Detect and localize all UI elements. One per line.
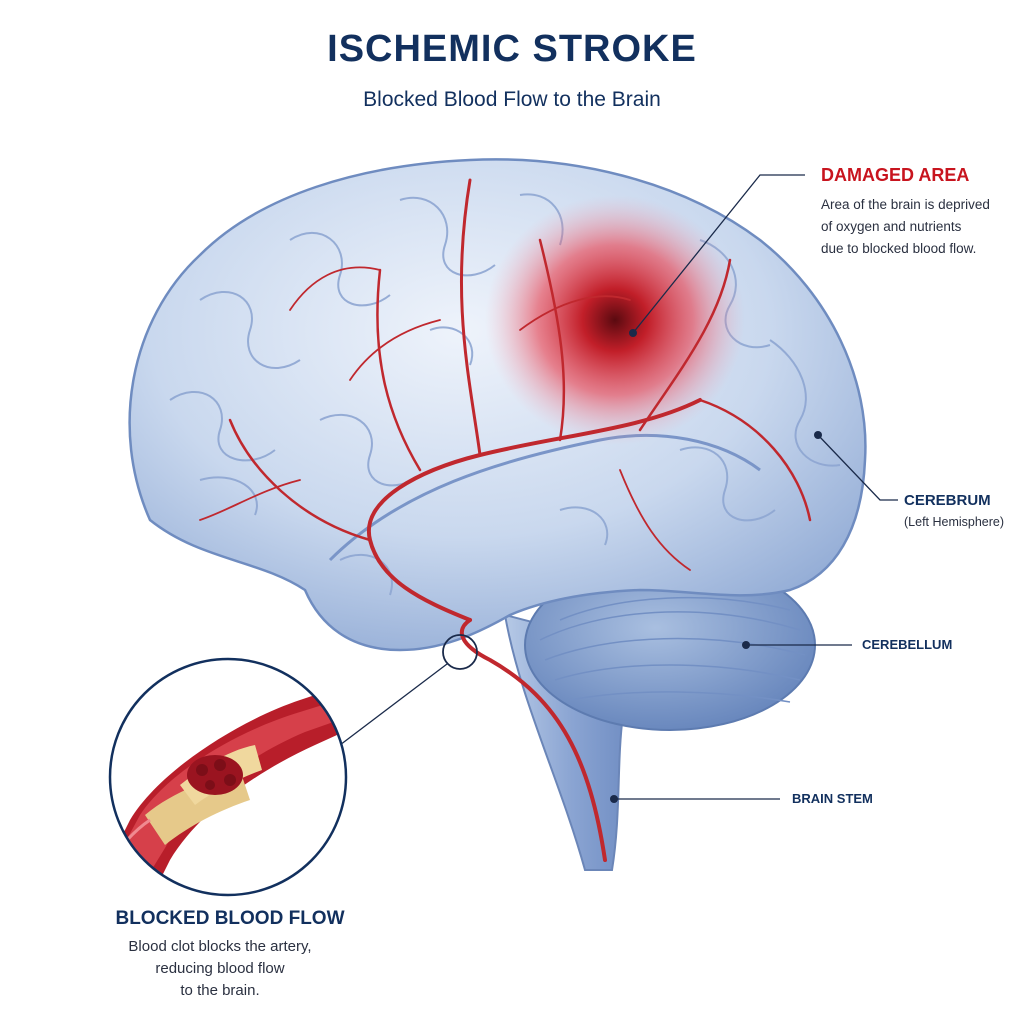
arteries	[199, 178, 812, 862]
blocked-desc-line: reducing blood flow	[155, 960, 285, 977]
damaged-leader	[632, 174, 805, 334]
damaged-desc-line: of oxygen and nutrients	[821, 219, 962, 234]
cerebrum-label: CEREBRUM	[904, 492, 991, 509]
blockage-marker	[442, 634, 478, 670]
cerebrum	[128, 158, 867, 652]
blocked-desc-line: Blood clot blocks the artery,	[128, 938, 312, 955]
damaged-desc-line: Area of the brain is deprived	[821, 197, 990, 212]
cerebellum-label: CEREBELLUM	[862, 637, 953, 652]
blockage-leader	[339, 663, 448, 746]
damaged-desc-line: due to blocked blood flow.	[821, 241, 977, 256]
page-title: ISCHEMIC STROKE	[327, 28, 697, 70]
blood-clot	[187, 755, 243, 795]
cerebrum-sublabel: (Left Hemisphere)	[904, 515, 1005, 529]
artery-inset	[108, 657, 348, 897]
page-subtitle: Blocked Blood Flow to the Brain	[363, 88, 661, 111]
damaged-area	[485, 195, 745, 445]
blocked-flow-description: Blood clot blocks the artery, reducing b…	[0, 936, 440, 1002]
cerebrum-leader	[817, 434, 898, 501]
brain-stem-label: BRAIN STEM	[792, 791, 873, 806]
cerebellum	[524, 559, 816, 731]
blocked-desc-line: to the brain.	[180, 982, 260, 999]
damaged-area-title: DAMAGED AREA	[821, 165, 970, 185]
blocked-flow-title: BLOCKED BLOOD FLOW	[115, 908, 345, 929]
damaged-area-description: Area of the brain is deprived of oxygen …	[821, 194, 990, 260]
